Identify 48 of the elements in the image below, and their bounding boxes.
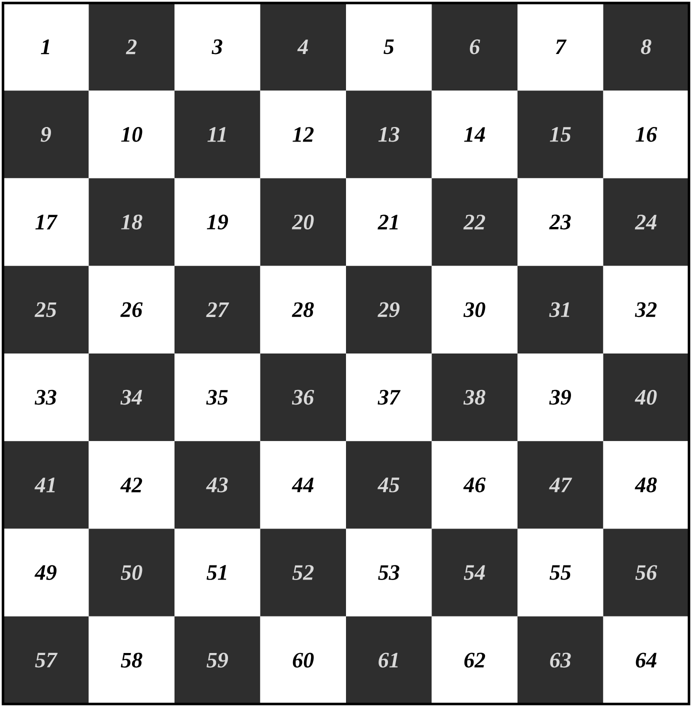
board-square: 2 (88, 3, 174, 91)
board-square: 48 (603, 441, 689, 529)
board-square: 26 (88, 266, 174, 354)
board-square: 11 (174, 90, 260, 178)
board-square: 4 (260, 3, 346, 91)
board-square: 50 (88, 528, 174, 616)
board-square: 30 (432, 266, 518, 354)
board-square: 47 (518, 441, 604, 529)
board-square: 59 (174, 616, 260, 704)
board-square: 62 (432, 616, 518, 704)
board-square: 36 (260, 354, 346, 442)
board-square: 42 (88, 441, 174, 529)
board-square: 41 (3, 441, 89, 529)
board-square: 54 (432, 528, 518, 616)
board-square: 18 (88, 178, 174, 266)
board-square: 22 (432, 178, 518, 266)
board-square: 14 (432, 90, 518, 178)
board-square: 34 (88, 354, 174, 442)
board-square: 29 (346, 266, 432, 354)
board-square: 43 (174, 441, 260, 529)
board-square: 45 (346, 441, 432, 529)
board-square: 16 (603, 90, 689, 178)
board-square: 20 (260, 178, 346, 266)
board-square: 8 (603, 3, 689, 91)
board-square: 52 (260, 528, 346, 616)
board-square: 46 (432, 441, 518, 529)
board-square: 44 (260, 441, 346, 529)
board-square: 12 (260, 90, 346, 178)
board-square: 25 (3, 266, 89, 354)
board-square: 58 (88, 616, 174, 704)
board-square: 9 (3, 90, 89, 178)
board-square: 10 (88, 90, 174, 178)
board-square: 28 (260, 266, 346, 354)
board-square: 40 (603, 354, 689, 442)
board-square: 60 (260, 616, 346, 704)
board-square: 61 (346, 616, 432, 704)
board-square: 27 (174, 266, 260, 354)
board-square: 63 (518, 616, 604, 704)
board-square: 6 (432, 3, 518, 91)
board-square: 13 (346, 90, 432, 178)
board-square: 64 (603, 616, 689, 704)
board-square: 32 (603, 266, 689, 354)
board-square: 38 (432, 354, 518, 442)
board-square: 56 (603, 528, 689, 616)
board-square: 31 (518, 266, 604, 354)
board-square: 57 (3, 616, 89, 704)
board-square: 15 (518, 90, 604, 178)
board-square: 24 (603, 178, 689, 266)
